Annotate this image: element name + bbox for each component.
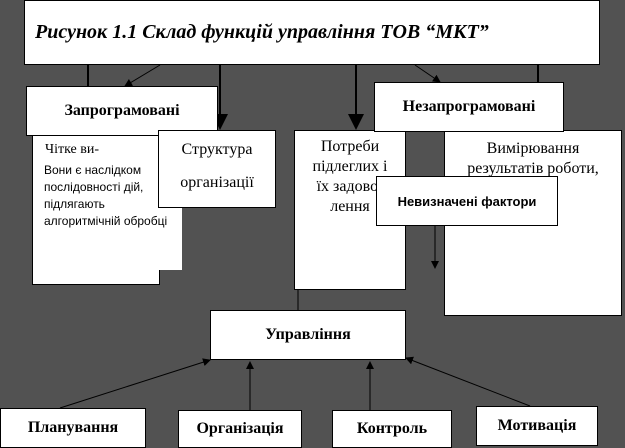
undetermined-factors-text: Невизначені фактори [397,193,537,209]
planning-box: Планування [0,408,146,448]
needs-line3: їх задово- [316,178,384,195]
management-box: Управління [210,310,406,360]
structure-box: Структура організації [158,130,276,208]
programmed-note-text: Вони є наслідком послідовності дій, підл… [44,163,168,228]
programmed-label: Запрограмовані [26,86,218,136]
programmed-partial-text: Чітке ви- [45,142,100,157]
structure-line2: організації [180,174,254,191]
control-box: Контроль [332,410,452,448]
motivation-text: Мотивація [497,417,577,434]
undetermined-factors-box: Невизначені фактори [376,176,558,226]
measurement-line1: Вимірювання [486,140,580,157]
structure-line1: Структура [181,141,253,158]
management-text: Управління [265,326,351,343]
needs-line2: підлеглих і [312,158,388,175]
control-text: Контроль [356,420,428,437]
figure-title-text: Рисунок 1.1 Склад функцій управління ТОВ… [35,21,489,43]
measurement-line2: результатів роботи, [467,160,599,177]
nonprogrammed-label-text: Незапрограмовані [402,98,536,115]
needs-line4: лення [330,198,370,215]
figure-title: Рисунок 1.1 Склад функцій управління ТОВ… [24,0,600,65]
nonprogrammed-label: Незапрограмовані [374,82,564,132]
organization-box: Організація [178,410,302,448]
planning-text: Планування [27,419,119,436]
organization-text: Організація [196,420,284,437]
needs-line1: Потреби [320,138,380,155]
programmed-label-text: Запрограмовані [64,102,180,119]
motivation-box: Мотивація [476,406,598,446]
